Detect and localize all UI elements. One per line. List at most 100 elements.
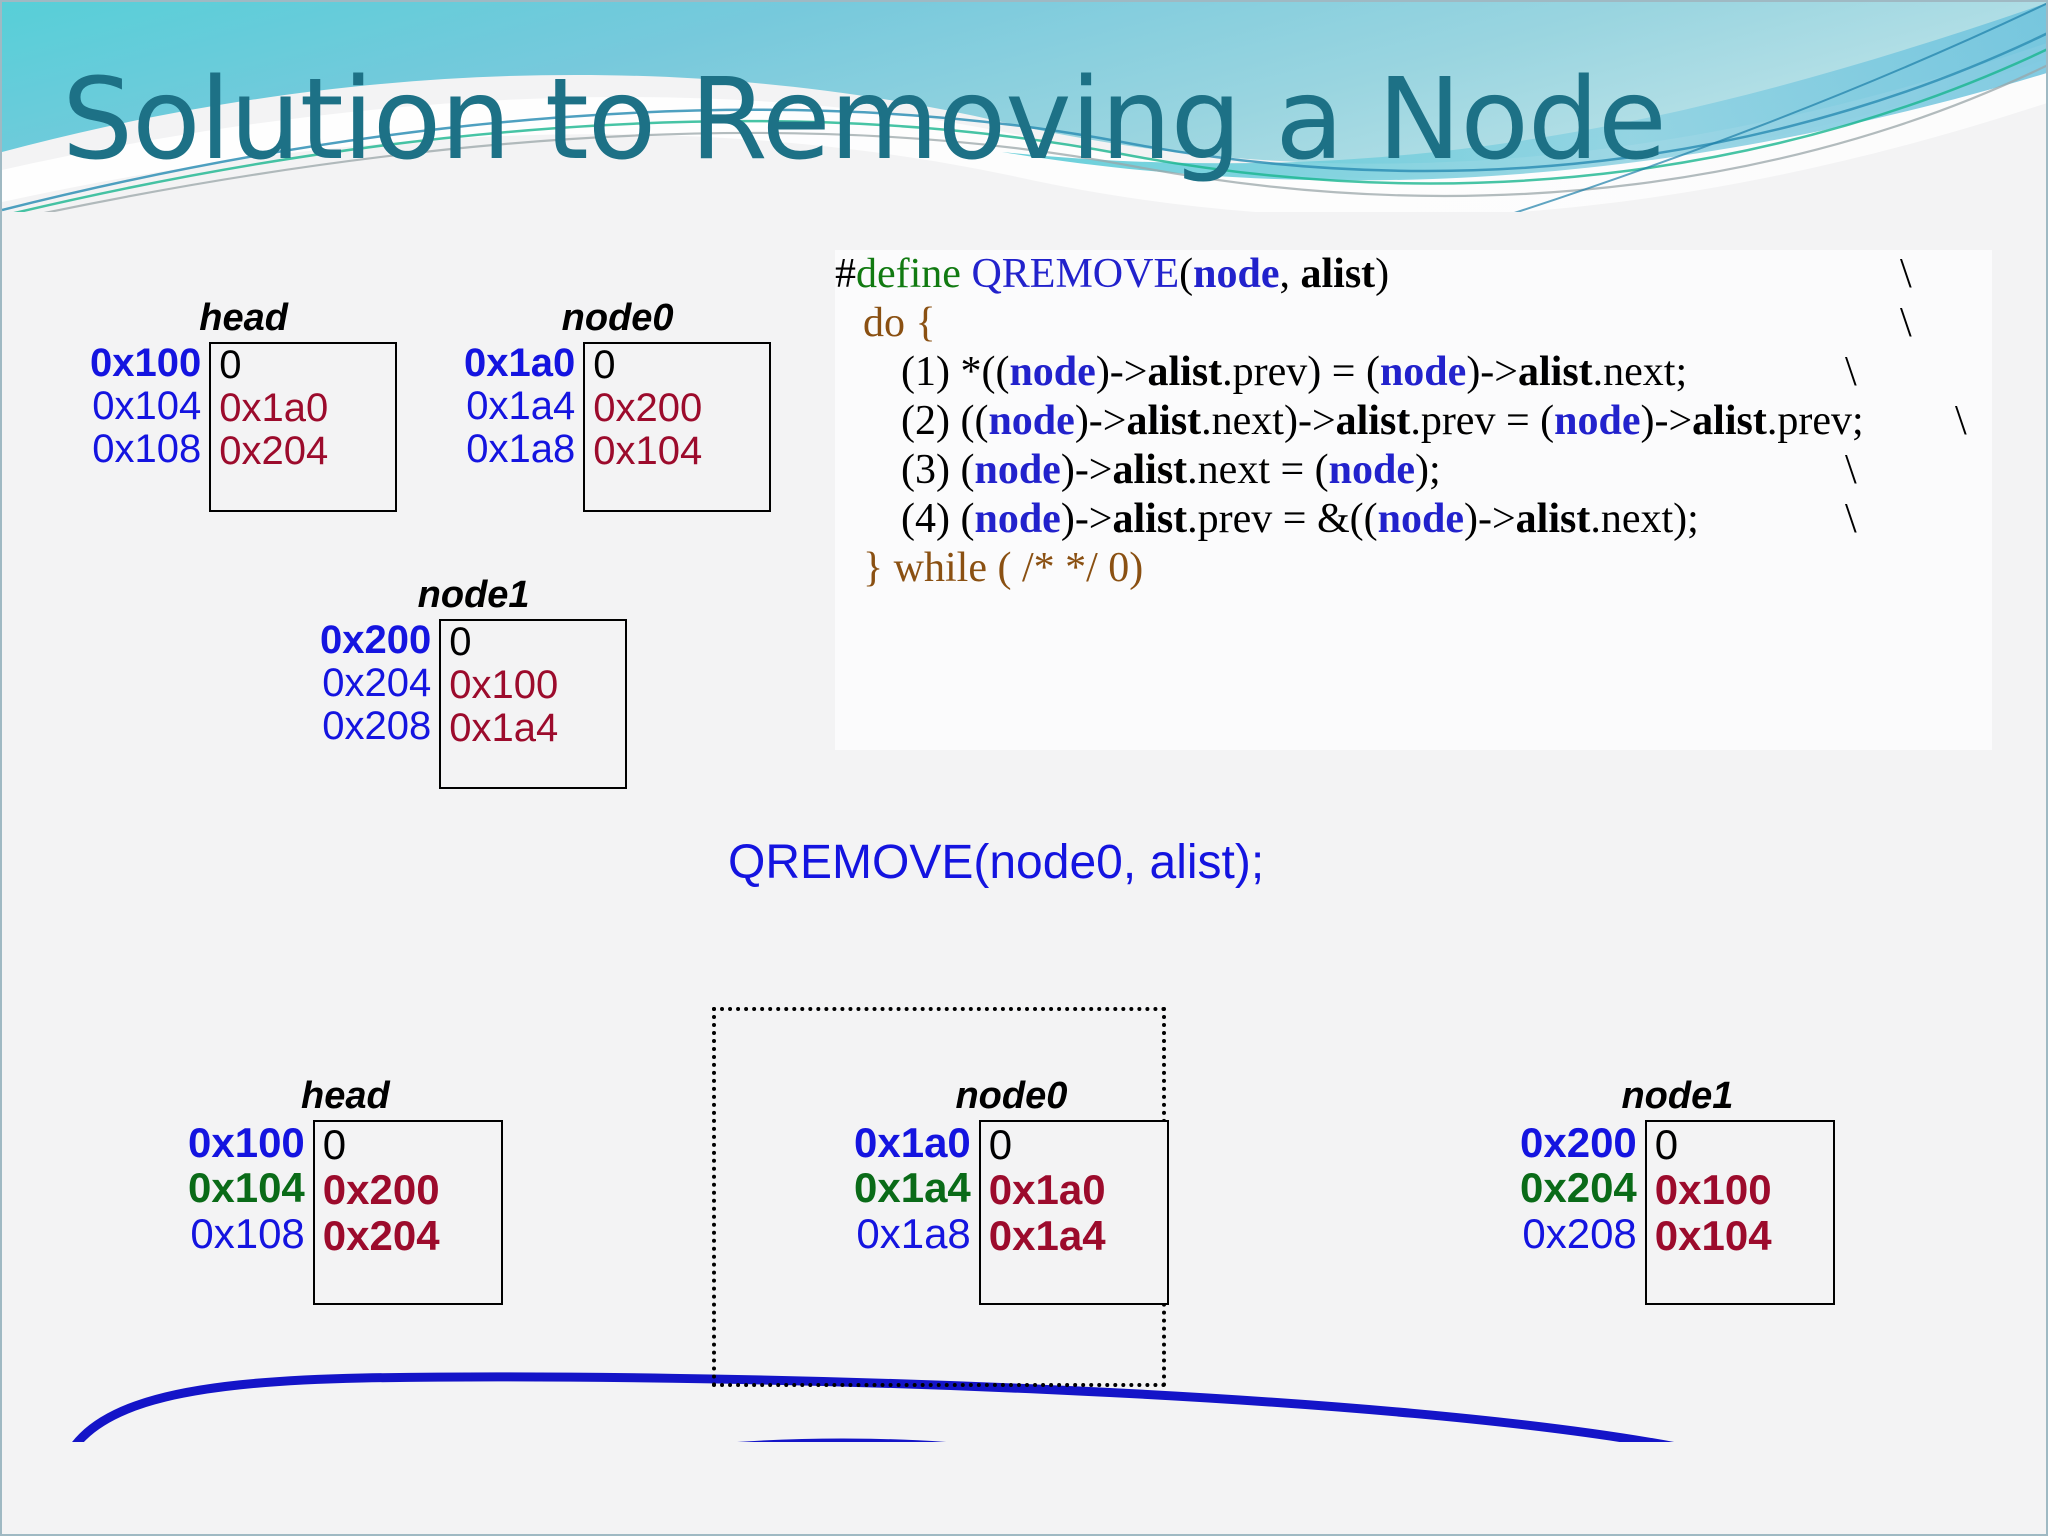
address-cell: 0x1a8 (466, 427, 576, 472)
value-column: 0 0x100 0x104 (1644, 1120, 1835, 1305)
value-column: 0 0x100 0x1a4 (439, 619, 628, 789)
code-line-stmt1: (1) *((node)->alist.prev) = (node)->alis… (835, 348, 1992, 397)
memory-block-label: node1 (417, 574, 530, 616)
code-token: node (1193, 251, 1280, 297)
value-cell: 0x1a0 (988, 1166, 1106, 1214)
address-cell: 0x204 (1520, 1164, 1637, 1212)
memory-block-head-after: head 0x100 0x104 0x108 0 0x200 0x204 (188, 1075, 503, 1305)
code-token: ); (1415, 447, 1441, 493)
page-title: Solution to Removing a Node (62, 55, 1667, 185)
memory-block-node1-after: node1 0x200 0x204 0x208 0 0x100 0x104 (1520, 1075, 1835, 1305)
code-token: node (988, 398, 1075, 444)
value-cell: 0x1a4 (988, 1211, 1106, 1259)
address-cell: 0x1a4 (854, 1164, 971, 1212)
line-continuation-marker: \ (1845, 447, 1857, 493)
address-column: 0x100 0x104 0x108 (90, 341, 202, 512)
memory-block-label: head (301, 1075, 390, 1117)
code-token: .next); (1590, 496, 1699, 542)
code-token: QREMOVE (971, 251, 1180, 297)
code-token: .prev) = ( (1222, 349, 1380, 395)
address-column: 0x200 0x204 0x208 (320, 618, 432, 789)
code-token: (4) ( (901, 496, 975, 542)
code-token: .prev = &(( (1187, 496, 1378, 542)
value-cell: 0x100 (449, 663, 559, 708)
code-token: alist (1112, 496, 1188, 542)
address-cell: 0x1a0 (854, 1119, 971, 1166)
memory-block-head-before: head 0x100 0x104 0x108 0 0x1a0 0x204 (90, 297, 398, 512)
blue-arrow-node1-to-head (72, 1372, 1674, 1442)
value-cell: 0x100 (1654, 1166, 1772, 1214)
value-column: 0 0x200 0x204 (312, 1120, 503, 1305)
code-line-stmt4: (4) (node)->alist.prev = &((node)->alist… (835, 495, 1992, 544)
address-column: 0x200 0x204 0x208 (1520, 1120, 1637, 1305)
code-token: node (1009, 349, 1096, 395)
address-cell: 0x108 (190, 1209, 305, 1257)
code-token: .next; (1592, 349, 1688, 395)
value-cell: 0x200 (593, 386, 703, 431)
code-token: node (974, 496, 1061, 542)
code-line-define: #define QREMOVE(node, alist)\ (835, 250, 1992, 299)
code-token: )-> (1060, 496, 1113, 542)
code-token: )-> (1464, 496, 1516, 542)
qremove-macro-code: #define QREMOVE(node, alist)\do {\(1) *(… (835, 250, 1992, 750)
address-cell: 0x208 (322, 704, 432, 749)
address-cell: 0x1a8 (856, 1209, 971, 1257)
code-token: # (835, 251, 856, 297)
address-cell: 0x1a4 (466, 384, 576, 429)
code-token: } while ( /* */ 0) (863, 545, 1144, 591)
code-token: node (1377, 496, 1464, 542)
code-line-stmt3: (3) (node)->alist.next = (node);\ (835, 446, 1992, 495)
line-continuation-marker: \ (1845, 349, 1857, 395)
memory-block-label: node0 (955, 1075, 1068, 1117)
address-column: 0x1a0 0x1a4 0x1a8 (464, 341, 576, 512)
code-token: node (1328, 447, 1416, 493)
code-token: )-> (1640, 398, 1693, 444)
value-cell: 0 (219, 343, 242, 387)
code-token: alist (1300, 251, 1376, 297)
code-line-do: do {\ (835, 299, 1992, 348)
address-column: 0x100 0x104 0x108 (188, 1120, 305, 1305)
code-line-while: } while ( /* */ 0) (835, 544, 1992, 593)
address-cell: 0x100 (188, 1119, 305, 1166)
value-column: 0 0x1a0 0x1a4 (978, 1120, 1169, 1305)
address-cell: 0x204 (322, 661, 432, 706)
memory-block-label: head (199, 297, 288, 339)
memory-block-node0-after: node0 0x1a0 0x1a4 0x1a8 0 0x1a0 0x1a4 (854, 1075, 1169, 1305)
value-cell: 0 (593, 343, 616, 387)
code-token: do { (863, 300, 936, 346)
address-column: 0x1a0 0x1a4 0x1a8 (854, 1120, 971, 1305)
address-cell: 0x108 (92, 427, 202, 472)
address-cell: 0x208 (1522, 1209, 1637, 1257)
code-token: (1) *(( (901, 349, 1010, 395)
memory-block-label: node0 (561, 297, 674, 339)
code-token: )-> (1060, 447, 1113, 493)
address-cell: 0x100 (90, 341, 202, 385)
after-removal-diagram (2, 932, 2046, 1442)
value-cell: 0x204 (219, 429, 329, 474)
value-cell: 0x104 (593, 429, 703, 474)
address-cell: 0x1a0 (464, 341, 576, 385)
code-token: )-> (1074, 398, 1127, 444)
value-cell: 0x104 (1654, 1211, 1772, 1259)
code-line-stmt2: (2) ((node)->alist.next)->alist.prev = (… (835, 397, 1992, 446)
value-column: 0 0x200 0x104 (583, 342, 772, 512)
value-cell: 0 (449, 620, 472, 664)
value-cell: 0x1a0 (219, 386, 329, 431)
code-token: alist (1112, 447, 1188, 493)
value-column: 0 0x1a0 0x204 (209, 342, 398, 512)
value-cell: 0x1a4 (449, 706, 559, 751)
qremove-call-statement: QREMOVE(node0, alist); (728, 836, 1265, 889)
value-cell: 0x204 (322, 1211, 440, 1259)
line-continuation-marker: \ (1845, 496, 1857, 542)
code-token: ( (1179, 251, 1194, 297)
code-token: .prev = ( (1410, 398, 1555, 444)
memory-block-node0-before: node0 0x1a0 0x1a4 0x1a8 0 0x200 0x104 (464, 297, 772, 512)
code-token: .prev; (1766, 398, 1864, 444)
address-cell: 0x200 (1520, 1119, 1637, 1166)
address-cell: 0x104 (92, 384, 202, 429)
code-token: (3) ( (901, 447, 975, 493)
code-token: node (974, 447, 1061, 493)
address-cell: 0x104 (188, 1164, 305, 1212)
line-continuation-marker: \ (1955, 398, 1967, 444)
